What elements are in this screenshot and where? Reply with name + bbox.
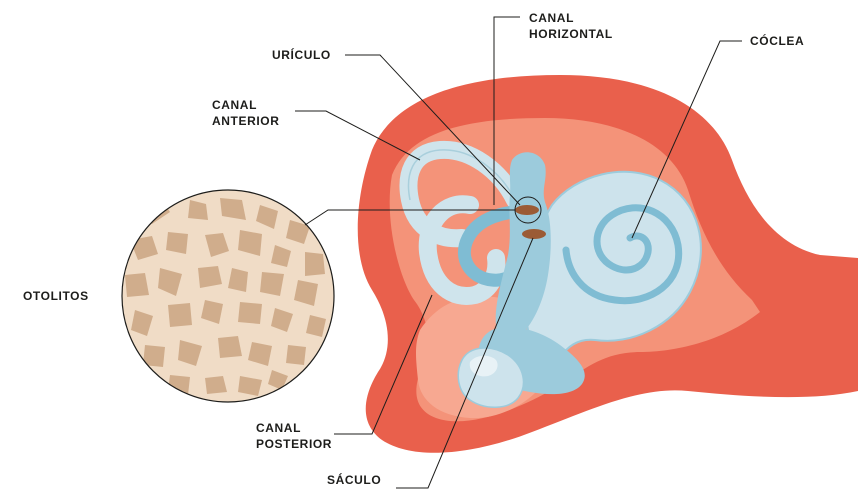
label-coclea: CÓCLEA — [750, 33, 804, 49]
saccule-otolith — [522, 229, 546, 239]
otolitos-magnified — [122, 190, 334, 402]
label-canal-posterior: CANAL POSTERIOR — [256, 420, 332, 452]
label-canal-anterior: CANAL ANTERIOR — [212, 97, 279, 129]
label-utriculo: URÍCULO — [272, 47, 331, 63]
label-saculo: SÁCULO — [327, 472, 381, 488]
label-otolitos: OTOLITOS — [23, 288, 89, 304]
label-canal-horizontal: CANAL HORIZONTAL — [529, 10, 613, 42]
utricle-otolith — [515, 205, 539, 215]
